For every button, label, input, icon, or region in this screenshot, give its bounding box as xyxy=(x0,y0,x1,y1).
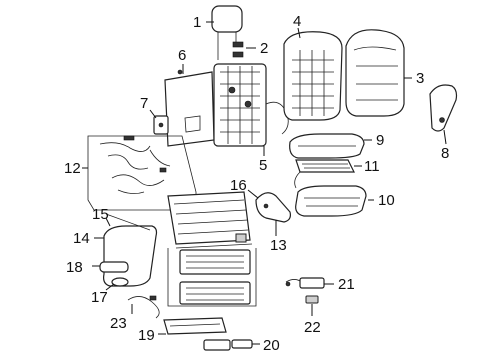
callout-16: 16 xyxy=(230,177,247,194)
seatback-cover xyxy=(345,29,405,117)
bracket xyxy=(153,115,169,135)
callout-8: 8 xyxy=(441,145,449,162)
callout-4: 4 xyxy=(293,13,301,30)
seatback-frame xyxy=(213,63,289,147)
callout-22: 22 xyxy=(304,319,321,336)
seatback-panel xyxy=(164,69,215,147)
small-harness xyxy=(127,295,160,319)
callout-11: 11 xyxy=(364,158,380,175)
callout-21: 21 xyxy=(338,276,355,293)
callout-20: 20 xyxy=(263,337,280,354)
callout-1: 1 xyxy=(193,14,201,31)
callout-10: 10 xyxy=(378,192,395,209)
callout-18: 18 xyxy=(66,259,83,276)
connector xyxy=(305,295,319,304)
callout-3: 3 xyxy=(416,70,424,87)
callout-19: 19 xyxy=(138,327,155,344)
side-trim xyxy=(429,84,458,132)
callout-2: 2 xyxy=(260,40,268,57)
side-shield xyxy=(103,213,158,287)
seat-heater-mat xyxy=(294,159,355,189)
module-harness xyxy=(285,277,325,289)
callout-23: 23 xyxy=(110,315,127,332)
lower-track xyxy=(163,317,253,351)
callout-7: 7 xyxy=(140,95,148,112)
callout-6: 6 xyxy=(178,47,186,64)
callout-9: 9 xyxy=(376,132,384,149)
callout-5: 5 xyxy=(259,157,267,174)
callout-17: 17 xyxy=(91,289,108,306)
callout-13: 13 xyxy=(270,237,287,254)
knob xyxy=(111,277,129,287)
callout-15: 15 xyxy=(92,206,109,223)
seat-cushion-cover xyxy=(289,133,365,159)
seatback-cushion xyxy=(283,31,343,121)
callout-12: 12 xyxy=(64,160,81,177)
headrest-guides xyxy=(232,41,244,58)
headrest xyxy=(211,5,243,60)
callout-14: 14 xyxy=(73,230,90,247)
leader-lines xyxy=(82,21,447,345)
seat-cushion-pad xyxy=(295,185,367,217)
seat-switch xyxy=(99,261,129,273)
side-bracket xyxy=(255,192,291,223)
callout-labels: 1 2 3 4 5 6 7 8 9 10 11 12 13 14 15 16 1… xyxy=(64,13,449,354)
seat-frame-assembly xyxy=(167,191,257,307)
